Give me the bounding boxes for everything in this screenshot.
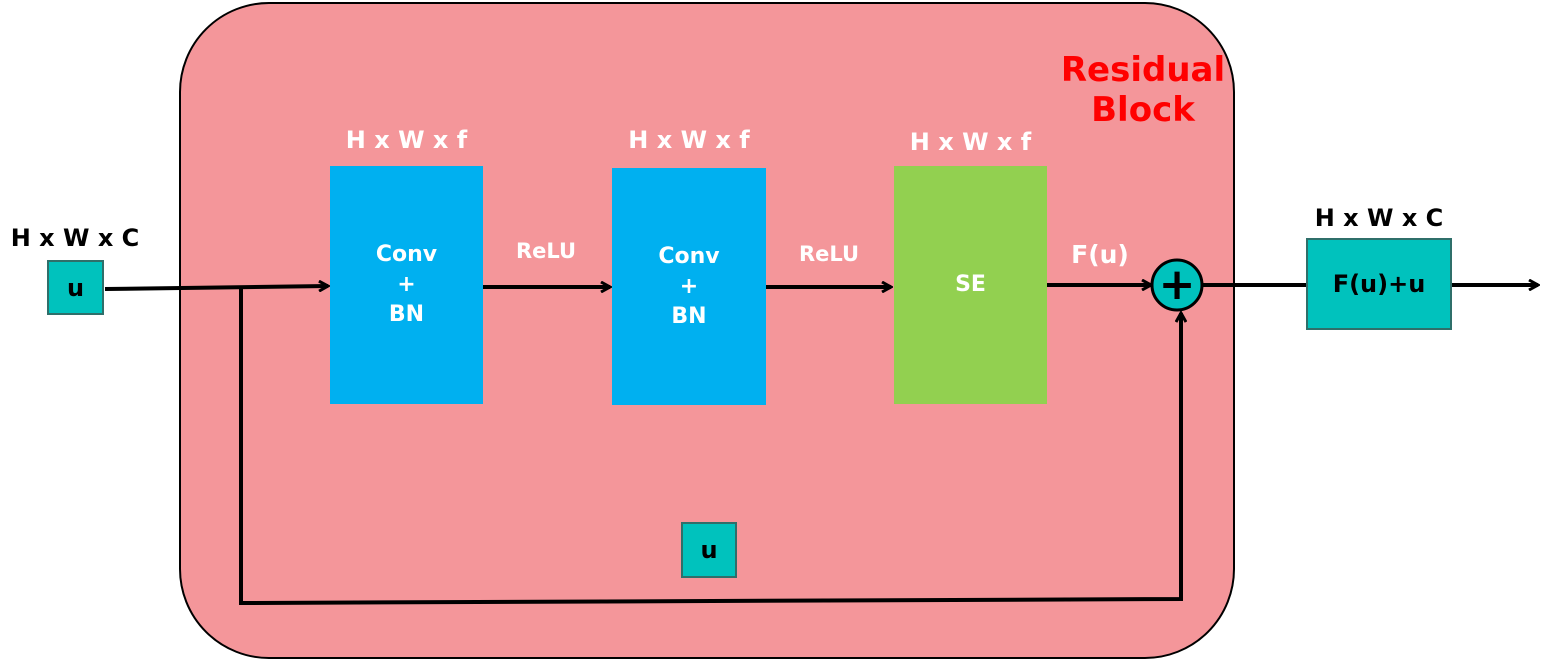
arrow-input-to-conv1 <box>104 286 328 289</box>
residual-function-label: F(u) <box>1071 240 1129 269</box>
layer1-dim-label: H x W x f <box>345 126 468 154</box>
input-tensor-label: u <box>66 273 85 302</box>
residual-block-title: Residual Block <box>1050 50 1236 130</box>
shortcut-path <box>239 289 1181 606</box>
output-tensor-box: F(u)+u <box>1306 238 1452 330</box>
conv-bn-block-1-line1: Conv <box>375 242 438 267</box>
input-tensor-box: u <box>47 260 104 315</box>
conv-bn-block-2: Conv + BN <box>612 168 766 405</box>
residual-block-title-line2: Block <box>1091 90 1195 130</box>
conv-bn-block-2-line1: Conv <box>658 243 720 269</box>
residual-block-title-line1: Residual <box>1060 50 1226 90</box>
conv-bn-block-1-line2: + <box>397 272 416 297</box>
shortcut-tensor-label: u <box>700 536 718 564</box>
conv-bn-block-1: Conv + BN <box>330 166 483 404</box>
conv-bn-block-1-line3: BN <box>388 302 425 327</box>
se-block-label: SE <box>955 272 986 297</box>
layer3-dim-label: H x W x f <box>909 128 1032 156</box>
se-block: SE <box>894 166 1047 404</box>
output-tensor-label: F(u)+u <box>1332 270 1426 298</box>
relu-label-2: ReLU <box>798 242 860 266</box>
output-dim-label: H x W x C <box>1314 204 1444 232</box>
shortcut-tensor-box: u <box>681 522 737 578</box>
add-symbol: + <box>1159 259 1196 310</box>
conv-bn-block-2-line3: BN <box>671 303 707 329</box>
layer2-dim-label: H x W x f <box>628 126 750 154</box>
conv-bn-block-2-line2: + <box>679 273 699 299</box>
add-node <box>1150 258 1204 312</box>
relu-label-1: ReLU <box>515 239 577 263</box>
input-dim-label: H x W x C <box>10 224 140 252</box>
